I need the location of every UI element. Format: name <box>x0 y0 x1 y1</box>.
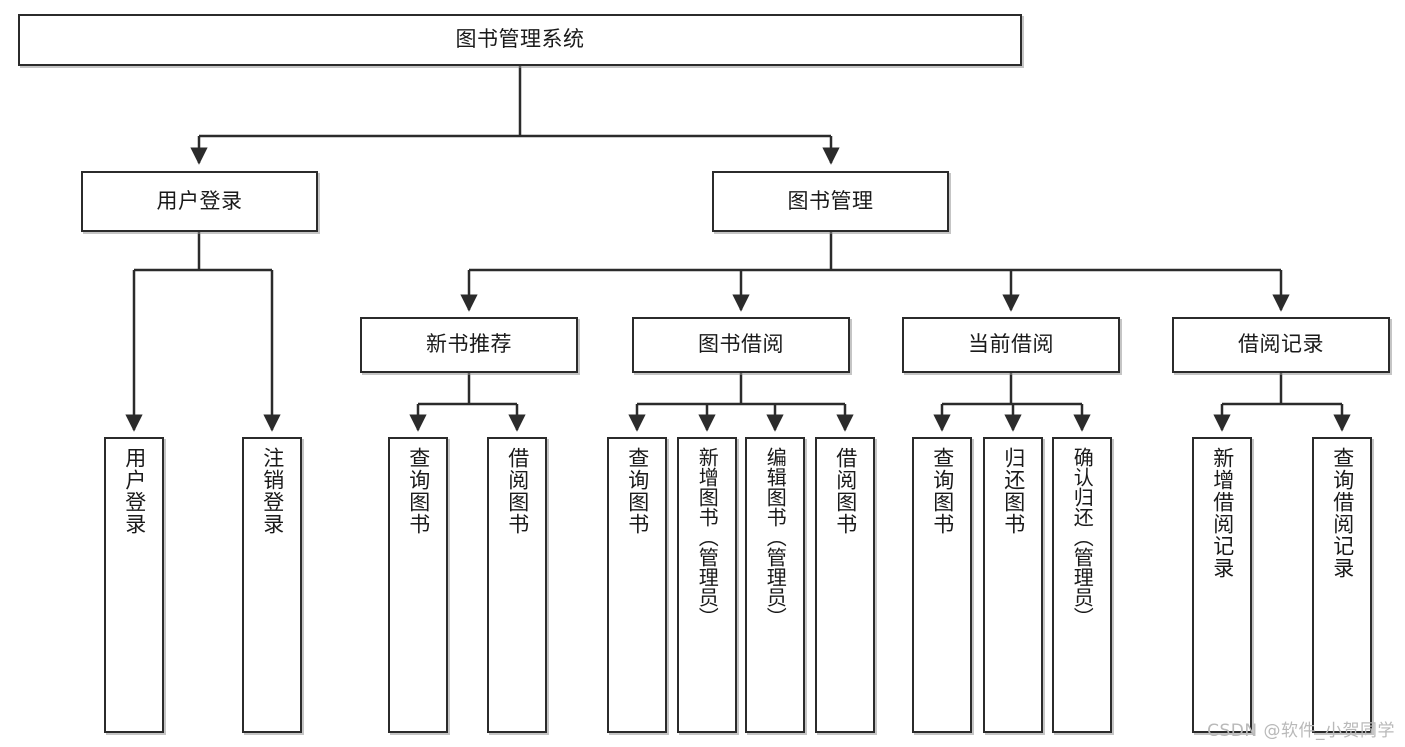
node-new-book-recommend-label: 新书推荐 <box>426 332 512 357</box>
node-user-login[interactable]: 用户登录 <box>81 171 318 232</box>
node-leaf-add-book-admin[interactable]: 新增图书（管理员） <box>677 437 737 733</box>
node-root[interactable]: 图书管理系统 <box>18 14 1022 66</box>
node-book-management-label: 图书管理 <box>787 188 874 213</box>
node-leaf-borrow-book[interactable]: 借阅图书 <box>815 437 875 733</box>
node-leaf-borrow-book-recommend[interactable]: 借阅图书 <box>487 437 547 733</box>
node-leaf-query-book-borrow[interactable]: 查询图书 <box>607 437 667 733</box>
node-leaf-query-book-recommend-label: 查询图书 <box>406 447 431 535</box>
node-leaf-return-book-label: 归还图书 <box>1001 447 1026 535</box>
node-leaf-query-book-recommend[interactable]: 查询图书 <box>388 437 448 733</box>
node-leaf-logout[interactable]: 注销登录 <box>242 437 302 733</box>
node-borrow-record[interactable]: 借阅记录 <box>1172 317 1390 373</box>
node-leaf-user-login[interactable]: 用户登录 <box>104 437 164 733</box>
node-leaf-add-borrow-record-label: 新增借阅记录 <box>1210 447 1235 579</box>
node-root-label: 图书管理系统 <box>455 27 585 52</box>
node-book-borrow[interactable]: 图书借阅 <box>632 317 850 373</box>
node-leaf-borrow-book-recommend-label: 借阅图书 <box>505 447 530 535</box>
node-leaf-query-borrow-record[interactable]: 查询借阅记录 <box>1312 437 1372 733</box>
node-leaf-edit-book-admin-label: 编辑图书（管理员） <box>763 447 788 627</box>
node-leaf-edit-book-admin[interactable]: 编辑图书（管理员） <box>745 437 805 733</box>
node-new-book-recommend[interactable]: 新书推荐 <box>360 317 578 373</box>
node-leaf-logout-label: 注销登录 <box>260 447 285 535</box>
node-leaf-user-login-label: 用户登录 <box>122 447 147 535</box>
node-leaf-query-book-borrow-label: 查询图书 <box>625 447 650 535</box>
node-book-borrow-label: 图书借阅 <box>698 332 784 357</box>
node-current-borrow-label: 当前借阅 <box>968 332 1054 357</box>
node-user-login-label: 用户登录 <box>156 188 243 213</box>
node-leaf-query-book-current[interactable]: 查询图书 <box>912 437 972 733</box>
node-leaf-query-borrow-record-label: 查询借阅记录 <box>1330 447 1355 579</box>
node-leaf-add-book-admin-label: 新增图书（管理员） <box>695 447 720 627</box>
node-leaf-confirm-return-admin[interactable]: 确认归还（管理员） <box>1052 437 1112 733</box>
node-book-management[interactable]: 图书管理 <box>712 171 949 232</box>
node-leaf-return-book[interactable]: 归还图书 <box>983 437 1043 733</box>
node-leaf-confirm-return-admin-label: 确认归还（管理员） <box>1070 447 1095 627</box>
node-current-borrow[interactable]: 当前借阅 <box>902 317 1120 373</box>
node-leaf-add-borrow-record[interactable]: 新增借阅记录 <box>1192 437 1252 733</box>
node-borrow-record-label: 借阅记录 <box>1238 332 1324 357</box>
node-leaf-query-book-current-label: 查询图书 <box>930 447 955 535</box>
node-leaf-borrow-book-label: 借阅图书 <box>833 447 858 535</box>
